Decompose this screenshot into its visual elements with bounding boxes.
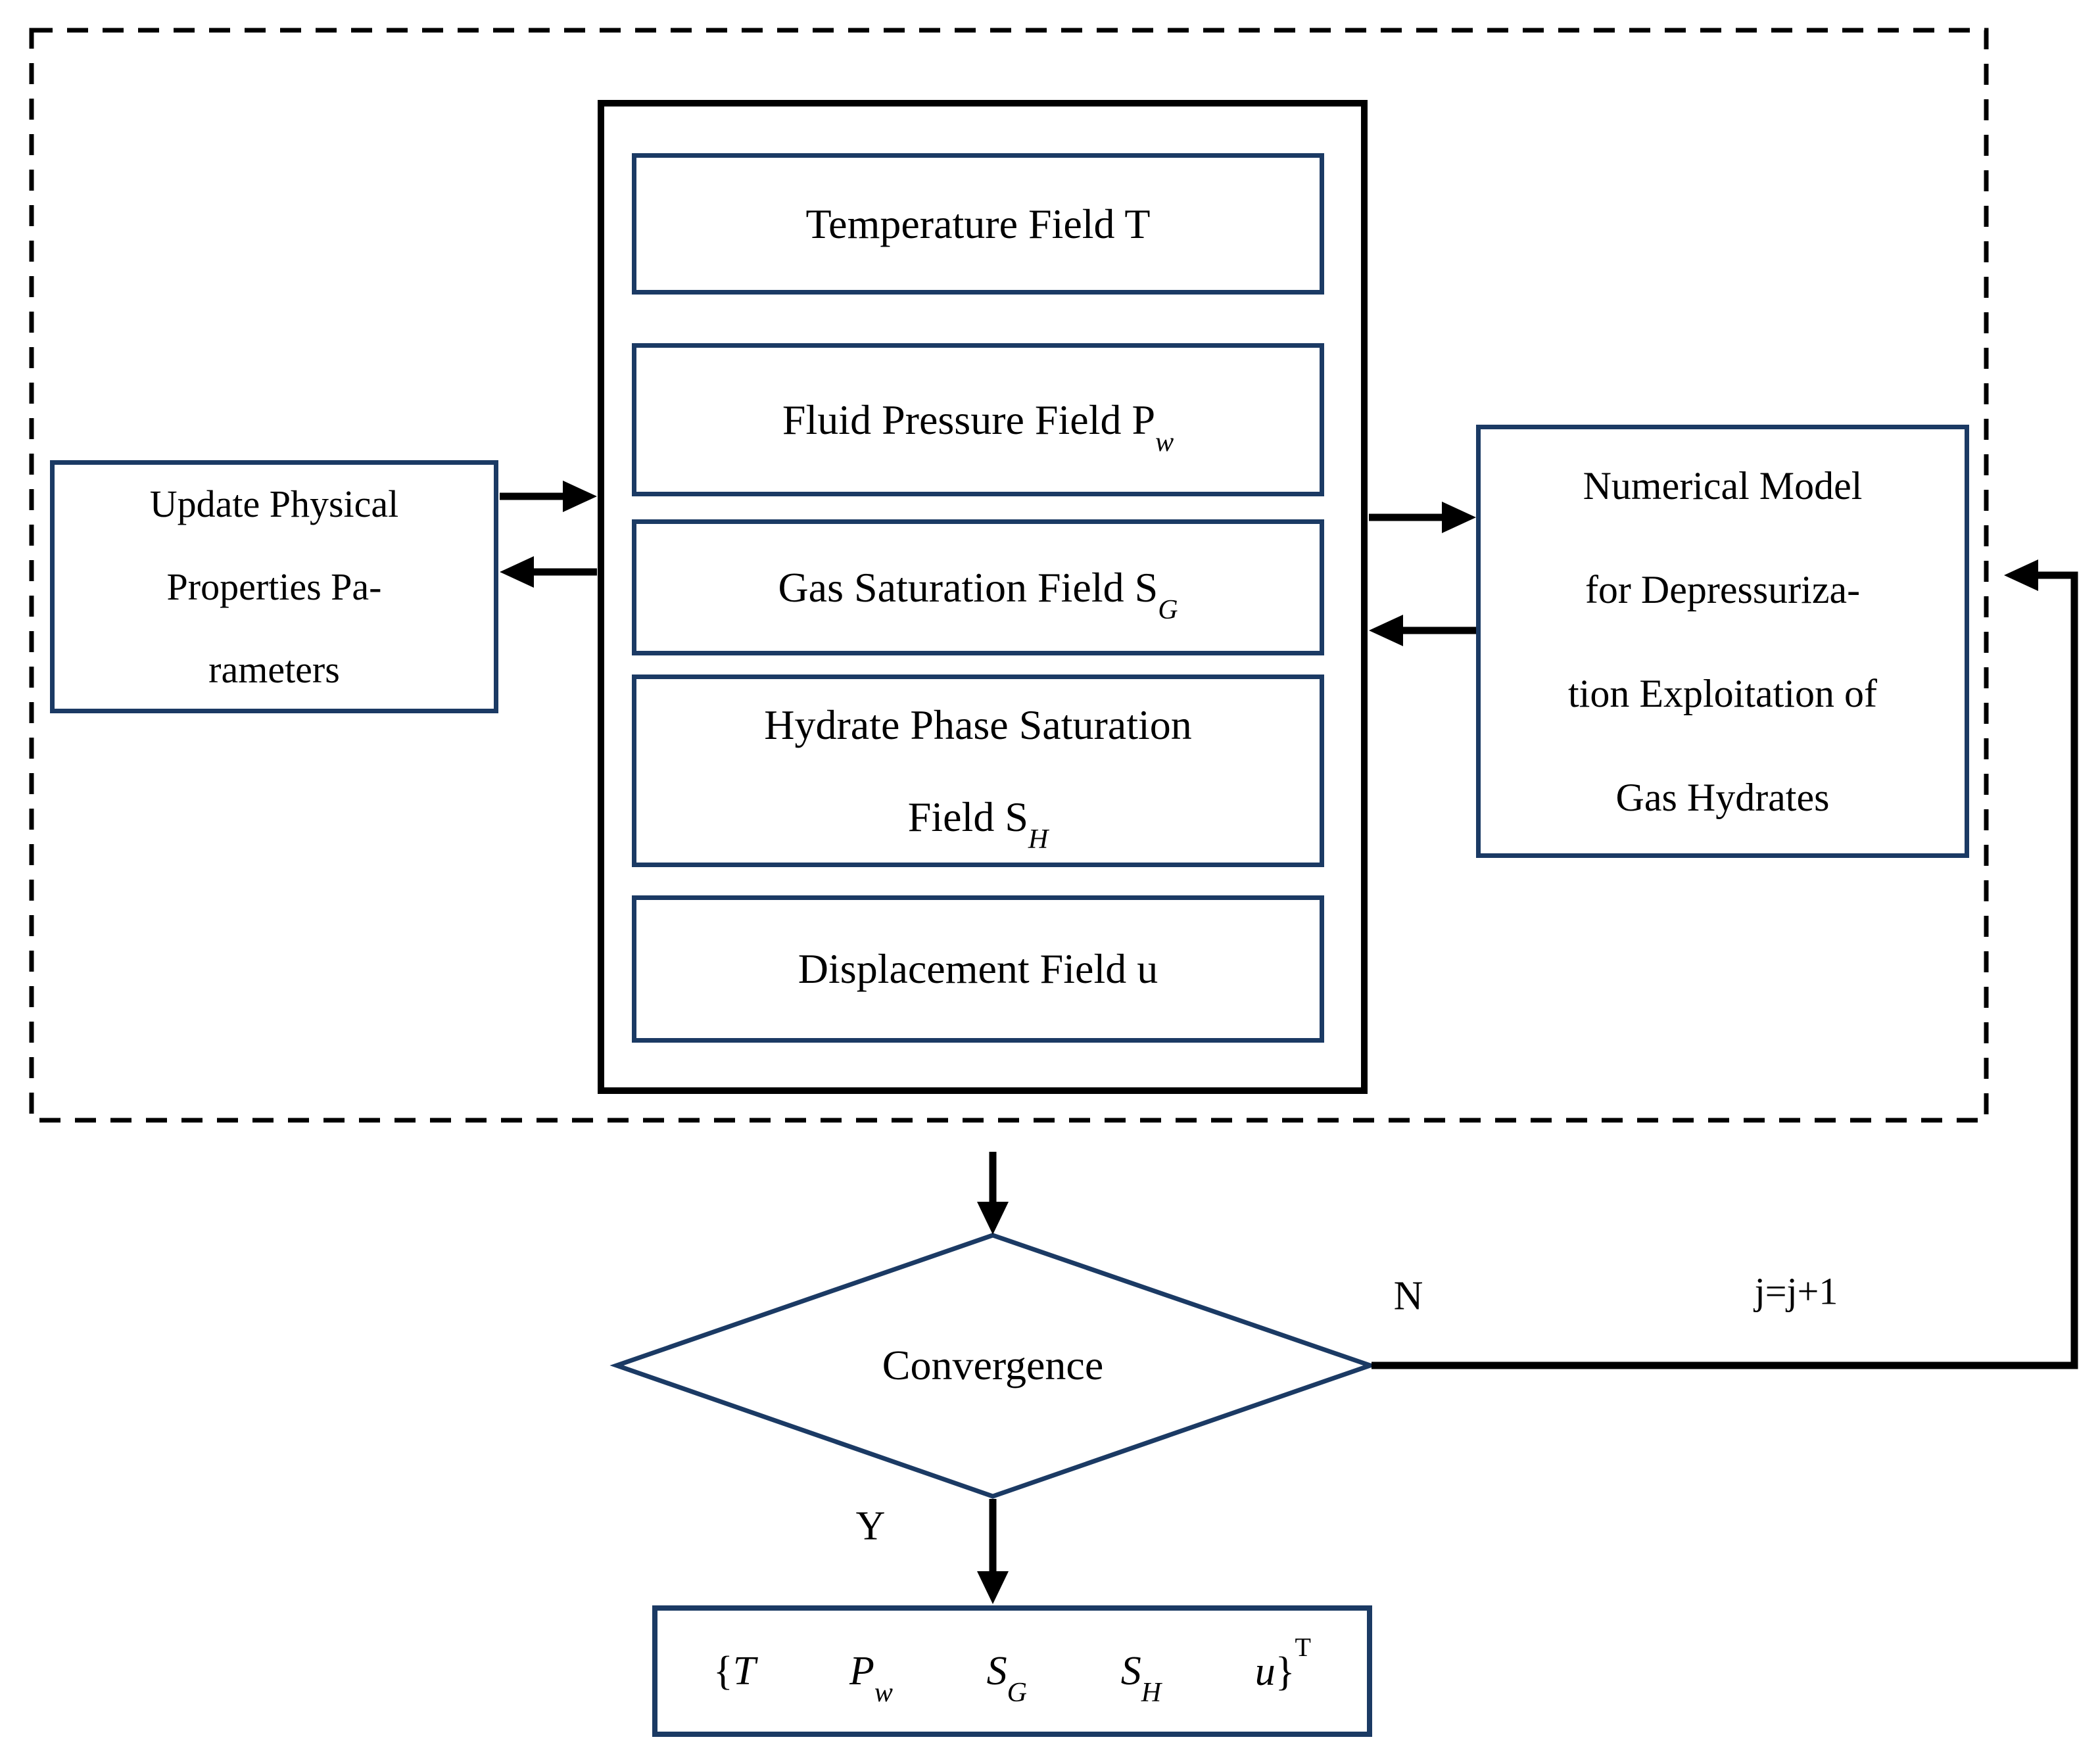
arrow-fields-to-update-head bbox=[500, 556, 534, 588]
arrow-update-to-fields-head bbox=[563, 481, 597, 512]
update-properties-line2: Properties Pa- bbox=[166, 565, 382, 608]
iteration-counter-label: j=j+1 bbox=[1754, 1269, 1838, 1313]
arrow-fields-to-model-head bbox=[1442, 502, 1476, 533]
fluid-pressure-field-label: Fluid Pressure Field Pw bbox=[782, 396, 1174, 458]
convergence-label: Convergence bbox=[882, 1342, 1104, 1388]
numerical-model-box: Numerical Model for Depressuriza- tion E… bbox=[1476, 425, 1969, 858]
gas-saturation-subscript: G bbox=[1158, 594, 1178, 625]
arrow-yes-to-result-head bbox=[977, 1571, 1009, 1604]
numerical-model-line2: for Depressuriza- bbox=[1585, 567, 1861, 611]
arrow-to-convergence-head bbox=[977, 1202, 1009, 1235]
result-token-uT: u}T bbox=[1254, 1632, 1311, 1694]
result-token-Pw: Pw bbox=[849, 1648, 893, 1708]
numerical-model-line4: Gas Hydrates bbox=[1615, 775, 1830, 819]
hydrate-saturation-subscript: H bbox=[1028, 824, 1049, 855]
feedback-loop-head bbox=[2004, 559, 2038, 591]
result-token-T: {T bbox=[713, 1648, 756, 1693]
no-branch-label: N bbox=[1393, 1273, 1423, 1319]
arrow-model-to-fields-head bbox=[1369, 615, 1403, 646]
gas-saturation-field-label: Gas Saturation Field SG bbox=[778, 563, 1178, 625]
update-properties-box: Update Physical Properties Pa- rameters bbox=[50, 460, 498, 713]
hydrate-saturation-field-box: Hydrate Phase Saturation Field SH bbox=[632, 675, 1324, 867]
result-token-SH: SH bbox=[1120, 1648, 1162, 1708]
gas-saturation-field-box: Gas Saturation Field SG bbox=[632, 519, 1324, 655]
update-properties-line1: Update Physical bbox=[149, 482, 399, 525]
temperature-field-label: Temperature Field T bbox=[805, 200, 1151, 247]
displacement-field-box: Displacement Field u bbox=[632, 895, 1324, 1043]
yes-branch-label: Y bbox=[855, 1503, 886, 1549]
numerical-model-line1: Numerical Model bbox=[1583, 463, 1863, 508]
fluid-pressure-subscript: w bbox=[1155, 427, 1174, 458]
update-properties-line3: rameters bbox=[208, 648, 340, 691]
result-token-SG: SG bbox=[986, 1648, 1027, 1708]
result-vector-box: {T Pw SG SH u}T bbox=[652, 1605, 1372, 1737]
hydrate-saturation-line2: Field SH bbox=[907, 793, 1049, 855]
hydrate-saturation-line1: Hydrate Phase Saturation bbox=[764, 701, 1192, 748]
displacement-field-label: Displacement Field u bbox=[798, 945, 1158, 992]
fluid-pressure-field-box: Fluid Pressure Field Pw bbox=[632, 343, 1324, 496]
numerical-model-line3: tion Exploitation of bbox=[1568, 671, 1877, 715]
temperature-field-box: Temperature Field T bbox=[632, 153, 1324, 295]
